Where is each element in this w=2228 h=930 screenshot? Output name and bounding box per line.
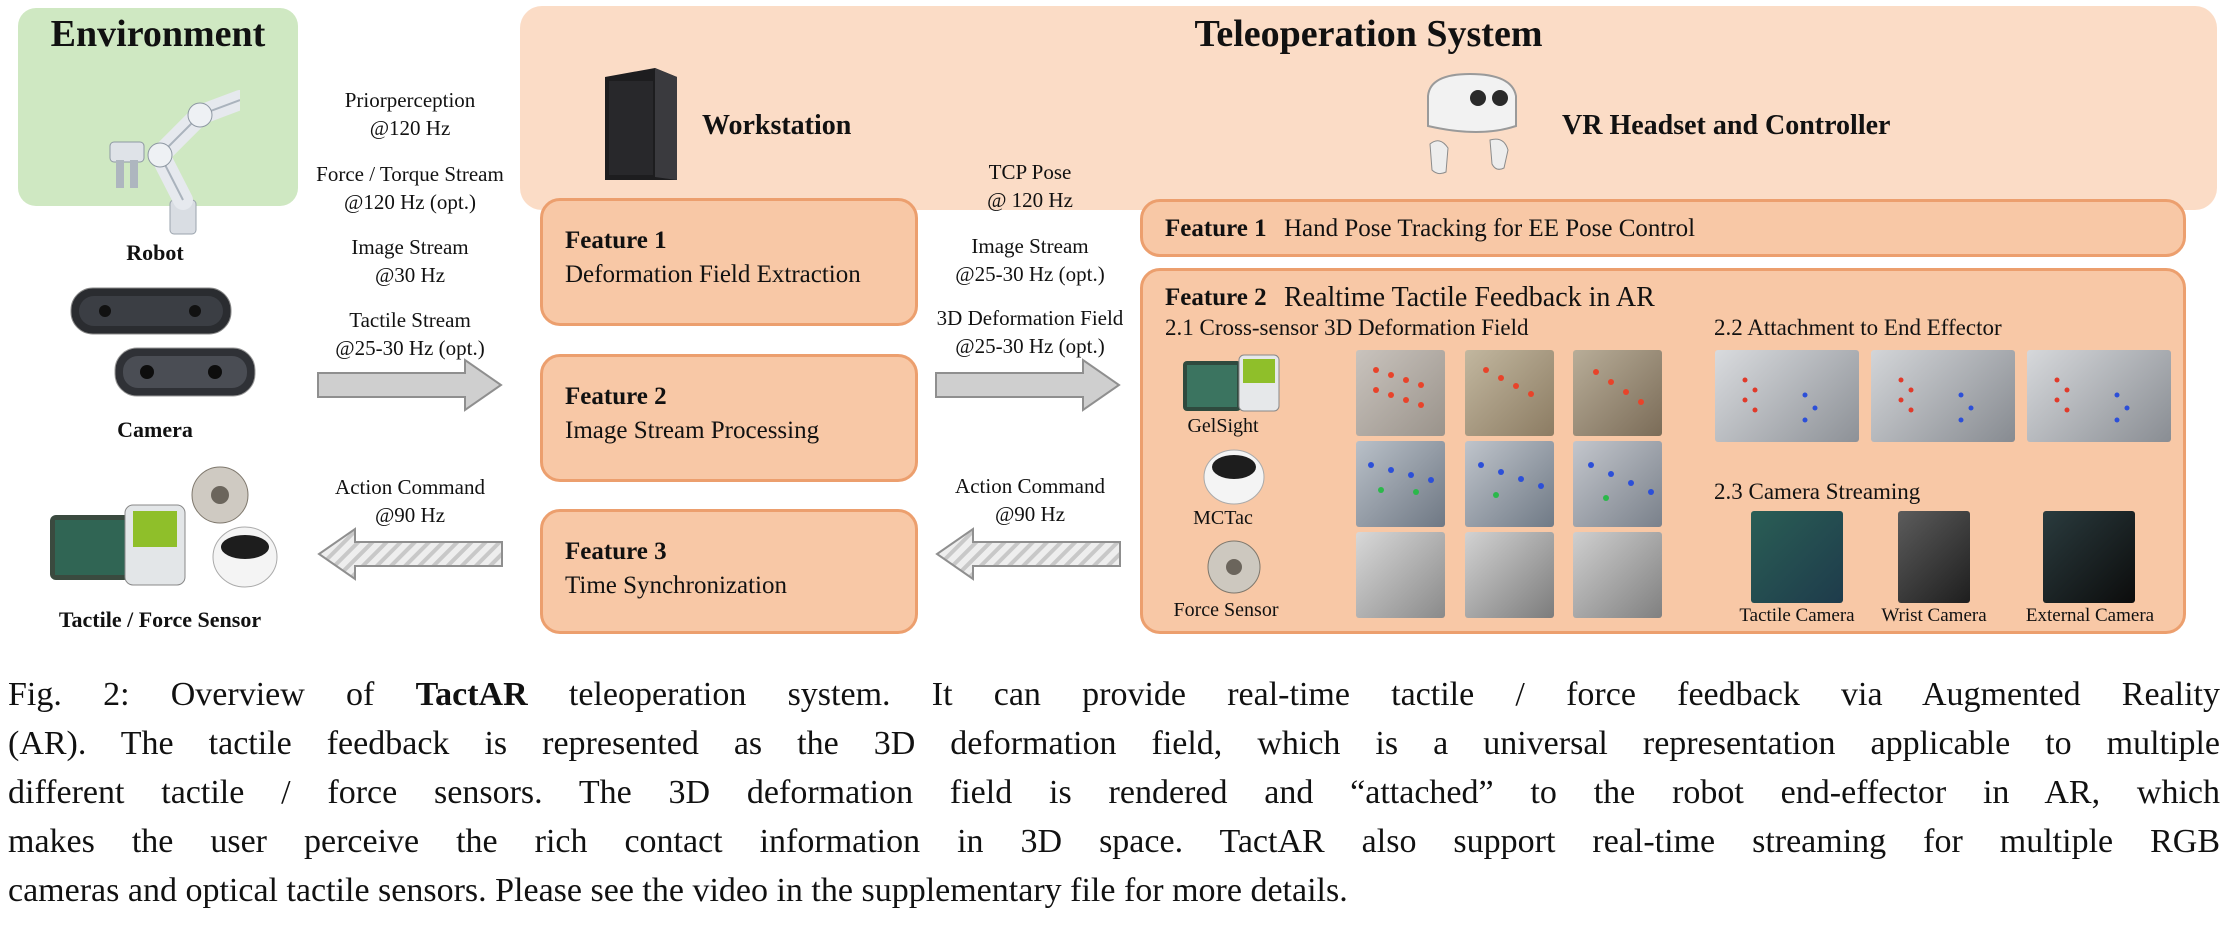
caption-prefix: Fig. 2: Overview of xyxy=(8,676,416,713)
deform-mctac-1 xyxy=(1356,441,1445,527)
tactile-camera-image xyxy=(1751,511,1843,603)
stream-image-mid-name: Image Stream xyxy=(971,234,1089,258)
stream-proprioception: Priorperception @120 Hz xyxy=(300,86,520,142)
attachment-field-overlay xyxy=(1742,377,2130,423)
stream-force-name: Force / Torque Stream xyxy=(316,162,504,186)
external-camera-image xyxy=(2043,511,2135,603)
stream-tcp-pose: TCP Pose @ 120 Hz xyxy=(915,158,1145,214)
tactile-camera-label: Tactile Camera xyxy=(1739,605,1855,626)
teleoperation-panel xyxy=(520,6,2217,210)
subheading-2-2: 2.2 Attachment to End Effector xyxy=(1714,315,2002,340)
subheading-2-1: 2.1 Cross-sensor 3D Deformation Field xyxy=(1165,315,1529,340)
deform-force-2 xyxy=(1465,532,1554,618)
stream-force-rate: @120 Hz (opt.) xyxy=(344,190,476,214)
wrist-camera-image xyxy=(1898,511,1970,603)
stream-deformation: 3D Deformation Field @25-30 Hz (opt.) xyxy=(905,304,1155,360)
stream-tcp-rate: @ 120 Hz xyxy=(987,188,1073,212)
force-sensor-image xyxy=(1207,540,1261,594)
vr-label: VR Headset and Controller xyxy=(1562,110,1891,141)
deform-gelsight-3 xyxy=(1573,350,1662,436)
stream-force: Force / Torque Stream @120 Hz (opt.) xyxy=(290,160,530,216)
sensor-label: Tactile / Force Sensor xyxy=(58,607,262,632)
stream-action-mid: Action Command @90 Hz xyxy=(915,472,1145,528)
stream-image: Image Stream @30 Hz xyxy=(300,233,520,289)
vr-feature-1-title: Feature 1 xyxy=(1165,215,1267,242)
deform-force-1 xyxy=(1356,532,1445,618)
caption-line-1-rest: teleoperation system. It can provide rea… xyxy=(527,676,2220,713)
vr-feature-2: Feature 2 Realtime Tactile Feedback in A… xyxy=(1140,268,2186,634)
stream-tactile-rate: @25-30 Hz (opt.) xyxy=(335,336,485,360)
caption-line-5: cameras and optical tactile sensors. Ple… xyxy=(8,872,1348,909)
right-arrow-workstation-to-vr xyxy=(935,358,1121,412)
stream-image-name: Image Stream xyxy=(351,235,469,259)
stream-action-mid-name: Action Command xyxy=(955,474,1105,498)
wrist-camera-label: Wrist Camera xyxy=(1881,605,1987,626)
feature-3-title: Feature 3 xyxy=(565,538,667,565)
stream-image-mid-rate: @25-30 Hz (opt.) xyxy=(955,262,1105,286)
vr-feature-2-desc: Realtime Tactile Feedback in AR xyxy=(1284,282,1655,313)
robot-label: Robot xyxy=(126,240,184,265)
stream-tactile-name: Tactile Stream xyxy=(349,308,471,332)
caption-line-3: different tactile / force sensors. The 3… xyxy=(8,774,2220,811)
caption-line-4: makes the user perceive the rich contact… xyxy=(8,823,2220,860)
workstation-feature-3: Feature 3 Time Synchronization xyxy=(540,509,918,634)
attachment-image-2 xyxy=(1871,350,2015,442)
workstation-label: Workstation xyxy=(702,110,852,141)
feature-2-desc: Image Stream Processing xyxy=(565,417,820,444)
left-arrow-vr-to-workstation xyxy=(935,527,1121,581)
stream-image-rate: @30 Hz xyxy=(374,263,446,287)
stream-action-left-rate: @90 Hz xyxy=(374,503,446,527)
right-arrow-env-to-workstation xyxy=(317,358,503,412)
subheading-2-3: 2.3 Camera Streaming xyxy=(1714,479,1921,504)
caption-line-1: Fig. 2: Overview of TactAR teleoperation… xyxy=(8,670,2220,719)
vr-feature-1-desc: Hand Pose Tracking for EE Pose Control xyxy=(1284,215,1696,242)
mctac-image xyxy=(1203,449,1265,505)
vr-feature-1: Feature 1 Hand Pose Tracking for EE Pose… xyxy=(1140,199,2186,257)
stream-image-mid: Image Stream @25-30 Hz (opt.) xyxy=(915,232,1145,288)
workstation-feature-2: Feature 2 Image Stream Processing xyxy=(540,354,918,482)
deform-mctac-3 xyxy=(1573,441,1662,527)
deform-gelsight-2 xyxy=(1465,350,1554,436)
deform-force-3 xyxy=(1573,532,1662,618)
stream-action-left: Action Command @90 Hz xyxy=(300,473,520,529)
caption-system-name: TactAR xyxy=(415,676,528,713)
gelsight-image xyxy=(1183,354,1280,412)
stream-proprioception-rate: @120 Hz xyxy=(369,116,451,140)
gelsight-label: GelSight xyxy=(1187,415,1259,437)
feature-3-desc: Time Synchronization xyxy=(565,572,787,599)
teleoperation-title: Teleoperation System xyxy=(1194,13,1543,55)
stream-tactile: Tactile Stream @25-30 Hz (opt.) xyxy=(300,306,520,362)
camera-image xyxy=(70,287,256,397)
vr-headset-icon xyxy=(1427,72,1517,175)
stream-deformation-name: 3D Deformation Field xyxy=(936,306,1124,330)
camera-label: Camera xyxy=(117,417,193,442)
workstation-tower-icon xyxy=(605,68,677,180)
left-arrow-workstation-to-env xyxy=(317,527,503,581)
stream-action-left-name: Action Command xyxy=(335,475,485,499)
environment-title: Environment xyxy=(50,13,266,55)
force-sensor-label: Force Sensor xyxy=(1173,599,1279,621)
mctac-label: MCTac xyxy=(1193,507,1253,529)
figure-caption: Fig. 2: Overview of TactAR teleoperation… xyxy=(8,670,2220,915)
stream-proprioception-name: Priorperception xyxy=(344,88,476,112)
attachment-image-3 xyxy=(2027,350,2171,442)
feature-1-title: Feature 1 xyxy=(565,227,667,254)
robot-arm-image xyxy=(109,90,240,235)
external-camera-label: External Camera xyxy=(2025,605,2155,626)
deform-gelsight-1 xyxy=(1356,350,1445,436)
deformation-field-overlay xyxy=(1368,367,1654,501)
workstation-feature-1: Feature 1 Deformation Field Extraction xyxy=(540,198,918,326)
stream-action-mid-rate: @90 Hz xyxy=(994,502,1066,526)
attachment-image-1 xyxy=(1715,350,1859,442)
stream-deformation-rate: @25-30 Hz (opt.) xyxy=(955,334,1105,358)
vr-feature-2-title: Feature 2 xyxy=(1165,284,1267,311)
feature-1-desc: Deformation Field Extraction xyxy=(565,261,861,288)
caption-line-2: (AR). The tactile feedback is represente… xyxy=(8,725,2220,762)
stream-tcp-name: TCP Pose xyxy=(988,160,1072,184)
feature-2-title: Feature 2 xyxy=(565,383,667,410)
tactile-force-sensor-image xyxy=(50,466,278,588)
